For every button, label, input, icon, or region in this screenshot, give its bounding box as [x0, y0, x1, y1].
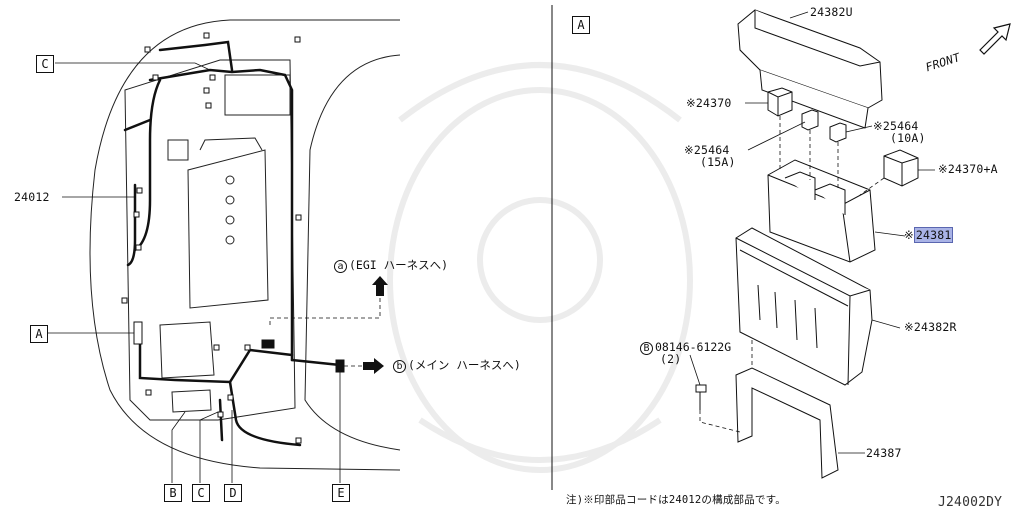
part-24387: 24387 — [866, 446, 902, 460]
part-24381: ※24381 — [904, 227, 954, 243]
part-24381-number: 24381 — [913, 227, 954, 243]
part-24382u: 24382U — [810, 5, 853, 19]
callout-d: D — [224, 484, 242, 502]
front-arrow-icon — [979, 23, 1011, 55]
callout-leaders — [48, 62, 381, 483]
part-leaders — [689, 11, 935, 454]
bracket-24387 — [735, 367, 839, 479]
fuse-box-cover — [737, 9, 883, 129]
part-24381-prefix: ※ — [904, 228, 914, 242]
relay-24370-a — [883, 149, 919, 187]
egi-harness-label: a(EGI ハーネスへ) — [334, 259, 448, 273]
right-arrow-icon — [363, 358, 384, 374]
engine-bay-outline — [89, 19, 401, 471]
assembly-dashes — [699, 116, 885, 433]
fuse-block-24381 — [767, 159, 876, 263]
view-a-label: A — [572, 16, 590, 34]
footer-note: 注)※印部品コードは24012の構成部品です。 — [566, 494, 786, 506]
main-harness-label: b(メイン ハーネスへ) — [393, 359, 521, 373]
egi-text: (EGI ハーネスへ) — [349, 258, 449, 272]
egi-letter: a — [334, 260, 347, 273]
bolt — [695, 384, 707, 410]
part-24370-a: ※24370+A — [938, 162, 998, 176]
part-25464-10a: ※25464 — [873, 119, 919, 133]
callout-c-top: C — [36, 55, 54, 73]
part-24370: ※24370 — [686, 96, 732, 110]
callout-c-bottom: C — [192, 484, 210, 502]
fuses — [801, 109, 847, 143]
bolt-number: 08146-6122G — [655, 340, 732, 354]
callout-a: A — [30, 325, 48, 343]
callout-e: E — [332, 484, 350, 502]
callout-b: B — [164, 484, 182, 502]
diagram-code: J24002DY — [938, 495, 1003, 510]
part-25464-15a: ※25464 — [684, 143, 730, 157]
fuse-box-body-24382r — [735, 227, 873, 386]
up-arrow-icon — [372, 276, 388, 296]
part-24012-label: 24012 — [14, 190, 50, 204]
relay-24370 — [767, 87, 793, 117]
part-24382r: ※24382R — [904, 320, 957, 334]
main-letter: b — [393, 360, 406, 373]
main-text: (メイン ハーネスへ) — [408, 358, 521, 372]
watermark-emblem — [387, 62, 693, 473]
bolt-letter: B — [640, 342, 653, 355]
direction-arrows — [363, 276, 388, 374]
part-25464-10a-rating: (10A) — [890, 131, 926, 145]
part-25464-15a-rating: (15A) — [700, 155, 736, 169]
bolt-quantity: (2) — [660, 352, 682, 366]
